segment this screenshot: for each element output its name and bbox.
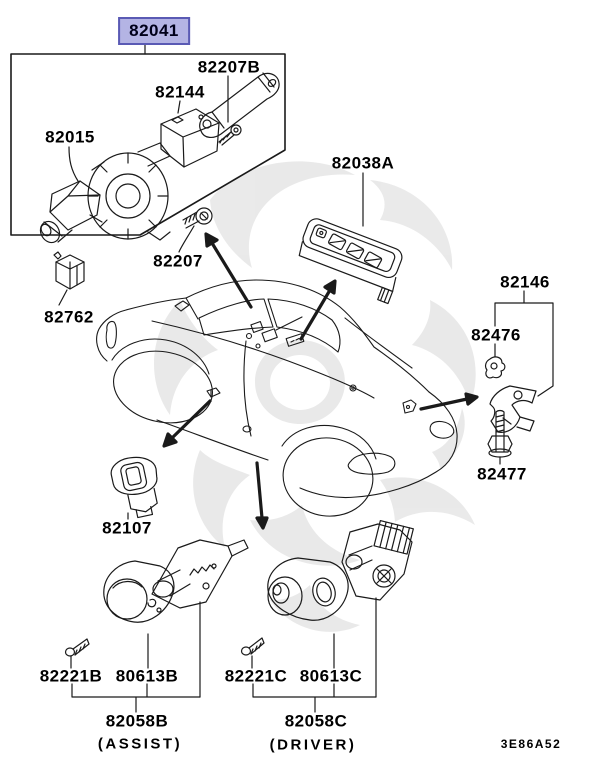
- watermark: [153, 161, 476, 632]
- part-number-82015: 82015: [45, 127, 95, 147]
- part-80613C-illustration: [341, 520, 414, 601]
- part-82146-illustration: [489, 385, 537, 433]
- stalk-lever-illustration: [199, 72, 280, 138]
- assist-grommet-illustration: [103, 560, 175, 623]
- arrow-to-82207: [204, 232, 253, 309]
- screw-82221B-illustration: [64, 638, 90, 657]
- part-number-80613B: 80613B: [115, 666, 179, 686]
- screw-82207-illustration: [182, 207, 213, 229]
- pointer-arrows: [162, 232, 479, 530]
- part-number-82038A: 82038A: [331, 153, 395, 173]
- leader-82015: [68, 146, 79, 182]
- arrow-to-82146: [419, 392, 479, 411]
- position-note-driver: (DRIVER): [269, 736, 357, 754]
- part-number-82207: 82207: [153, 251, 203, 271]
- part-82038A-illustration: [298, 218, 403, 305]
- highlighted-part-number[interactable]: 82041: [118, 17, 190, 45]
- part-number-82207B: 82207B: [197, 57, 261, 77]
- side-mirror: [174, 300, 190, 312]
- part-number-82058B: 82058B: [105, 711, 169, 731]
- part-82476-illustration: [484, 356, 506, 379]
- part-number-82146: 82146: [500, 272, 550, 292]
- part-number-82477: 82477: [477, 464, 527, 484]
- arrow-to-82107: [162, 399, 212, 448]
- leader-82207: [178, 225, 195, 253]
- leader-82144: [177, 100, 181, 114]
- bracket-group-82146: [484, 290, 554, 465]
- part-number-82221C: 82221C: [224, 666, 288, 686]
- part-80613B-illustration: [151, 539, 249, 609]
- combination-switch-illustration: [87, 142, 171, 241]
- driver-grommet-illustration: [267, 557, 349, 621]
- part-number-80613C: 80613C: [299, 666, 363, 686]
- front-wheel: [113, 350, 213, 424]
- position-note-assist: (ASSIST): [97, 735, 183, 753]
- screw-82207B-illustration: [218, 124, 242, 146]
- part-82015-illustration: [39, 180, 101, 244]
- part-number-82221B: 82221B: [39, 666, 103, 686]
- headlight: [105, 320, 117, 349]
- part-82477-illustration: [487, 409, 513, 458]
- part-82107-illustration: [110, 456, 158, 519]
- driver-parts-illustration: [240, 520, 414, 713]
- part-number-82058C: 82058C: [284, 711, 348, 731]
- part-number-82107: 82107: [102, 518, 152, 538]
- rear-wheel: [282, 437, 374, 517]
- part-number-82762: 82762: [44, 307, 94, 327]
- taillight: [429, 420, 455, 439]
- arrow-to-82038A: [299, 279, 337, 341]
- parts-box-outline: [10, 53, 286, 236]
- part-number-82476: 82476: [471, 325, 521, 345]
- leader-82762: [58, 289, 68, 306]
- drawing-code: 3E86A52: [500, 737, 562, 751]
- arrow-to-driver-parts: [255, 461, 269, 530]
- screw-82221C-illustration: [240, 637, 265, 656]
- part-82762-illustration: [53, 251, 85, 290]
- assist-parts-illustration: [64, 539, 249, 713]
- part-number-82144: 82144: [155, 82, 205, 102]
